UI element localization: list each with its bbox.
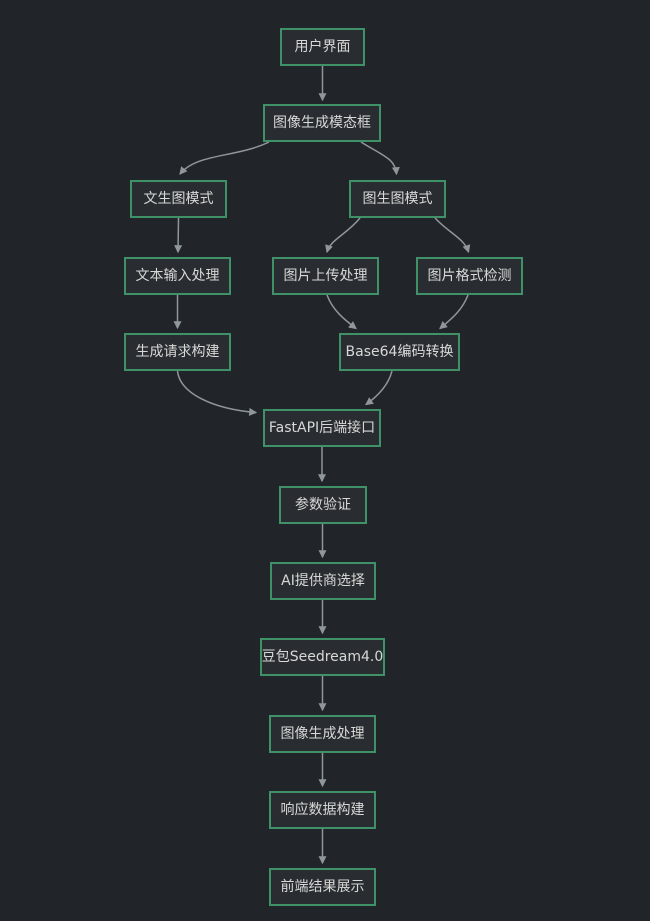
node-fastapi-backend: FastAPI后端接口 xyxy=(263,409,381,447)
node-base64-encoding: Base64编码转换 xyxy=(339,333,460,371)
edge-i2i-img-format xyxy=(434,217,471,254)
edge-i2i-img-upload xyxy=(325,217,361,254)
edge-modal-t2i xyxy=(179,141,270,175)
node-image-upload-processing: 图片上传处理 xyxy=(272,257,379,295)
node-text-to-image-mode: 文生图模式 xyxy=(130,180,227,218)
node-image-to-image-mode: 图生图模式 xyxy=(349,180,446,218)
edge-t2i-text-input xyxy=(174,217,183,254)
node-image-format-detection: 图片格式检测 xyxy=(416,257,523,295)
node-ai-provider-selection: AI提供商选择 xyxy=(270,562,376,600)
node-response-build: 响应数据构建 xyxy=(269,791,376,829)
node-image-generation: 图像生成处理 xyxy=(269,715,376,753)
edge-base64-fastapi xyxy=(365,370,393,406)
node-param-validation: 参数验证 xyxy=(279,486,367,524)
node-frontend-result: 前端结果展示 xyxy=(269,868,376,906)
node-user-interface: 用户界面 xyxy=(280,28,365,66)
node-image-gen-modal: 图像生成模态框 xyxy=(263,104,381,142)
edge-gen-request-fastapi xyxy=(176,370,258,416)
edge-img-format-base64 xyxy=(439,294,469,330)
edge-img-upload-base64 xyxy=(326,294,357,330)
node-doubao-seedream: 豆包Seedream4.0 xyxy=(260,638,385,676)
node-generate-request-build: 生成请求构建 xyxy=(124,333,231,371)
edge-modal-i2i xyxy=(360,141,400,176)
node-text-input-processing: 文本输入处理 xyxy=(124,257,231,295)
